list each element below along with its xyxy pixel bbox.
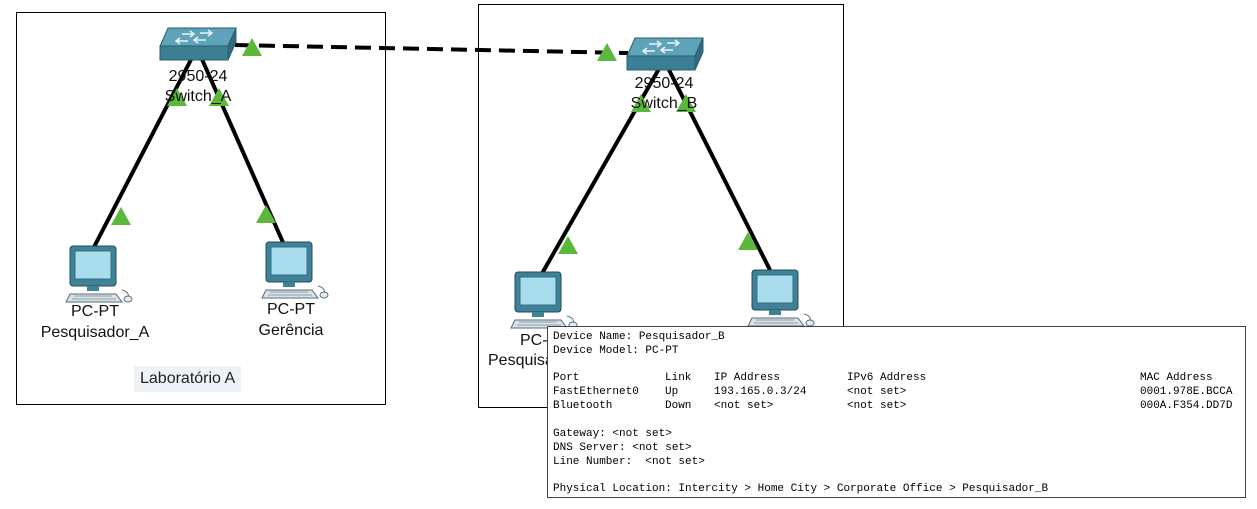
switch-a-icon[interactable]: [159, 27, 237, 61]
link-up-indicator-icon: [631, 94, 651, 112]
switch-b-icon[interactable]: [626, 37, 704, 71]
pc-lab-b-icon[interactable]: [747, 269, 815, 327]
tooltip-header-port: Port: [553, 372, 580, 384]
tooltip-physical-location: Physical Location: Intercity > Home City…: [553, 483, 1049, 495]
tooltip-row-mac: 0001.978E.BCCA: [1140, 386, 1233, 398]
tooltip-row-port: Bluetooth: [553, 400, 613, 412]
tooltip-header-link: Link: [665, 372, 692, 384]
tooltip-row-link: Up: [665, 386, 679, 398]
switch-a-name-label[interactable]: Switch_A: [164, 88, 232, 105]
cluster-note-laboratorio-a[interactable]: Laboratório A: [134, 366, 242, 392]
device-info-tooltip: Device Name: Pesquisador_B Device Model:…: [547, 326, 1246, 498]
tooltip-line-number: Line Number: <not set>: [553, 456, 705, 468]
tooltip-row-ip: <not set>: [714, 400, 774, 412]
tooltip-header-ipv6: IPv6 Address: [847, 372, 927, 384]
link-switch-a-pc-a[interactable]: [92, 47, 199, 248]
tooltip-header-ip: IP Address: [714, 372, 781, 384]
pc-gerencia-name-label[interactable]: Gerência: [258, 322, 324, 339]
tooltip-dns-server: DNS Server: <not set>: [553, 442, 692, 454]
pc-pesquisador-b-icon[interactable]: [510, 271, 578, 329]
link-up-indicator-icon: [597, 43, 617, 61]
tooltip-row-ipv6: <not set>: [847, 400, 907, 412]
cluster-laboratorio-a[interactable]: [16, 12, 386, 405]
pc-b-model-label: PC-: [520, 332, 548, 349]
link-up-indicator-icon: [676, 94, 696, 112]
link-up-indicator-icon: [242, 38, 262, 56]
link-up-indicator-icon: [558, 236, 578, 254]
switch-a-model-label: 2950-24: [168, 68, 228, 85]
tooltip-row-link: Down: [665, 400, 692, 412]
tooltip-row-port: FastEthernet0: [553, 386, 639, 398]
link-up-indicator-icon: [209, 88, 229, 106]
link-up-indicator-icon: [256, 205, 276, 223]
pc-a-model-label: PC-PT: [71, 303, 119, 320]
pc-a-name-label[interactable]: Pesquisador_A: [40, 324, 150, 341]
link-switch-a-switch-b[interactable]: [234, 43, 629, 55]
link-switch-b-pc-b[interactable]: [538, 59, 666, 278]
tooltip-gateway: Gateway: <not set>: [553, 428, 672, 440]
pc-b-name-label[interactable]: Pesquisa: [488, 352, 554, 369]
tooltip-row-ip: 193.165.0.3/24: [714, 386, 807, 398]
tooltip-row-ipv6: <not set>: [847, 386, 907, 398]
link-up-indicator-icon: [167, 88, 187, 106]
switch-b-model-label: 2950-24: [634, 75, 694, 92]
link-up-indicator-icon: [111, 207, 131, 225]
pc-gerencia-model-label: PC-PT: [267, 301, 315, 318]
tooltip-row-mac: 000A.F354.DD7D: [1140, 400, 1233, 412]
link-up-indicator-icon: [738, 232, 758, 250]
link-switch-b-pc-b2[interactable]: [662, 59, 772, 271]
tooltip-header-mac: MAC Address: [1140, 372, 1213, 384]
link-indicators: [111, 38, 758, 254]
tooltip-device-model: Device Model: PC-PT: [553, 345, 679, 357]
pc-pesquisador-a-icon[interactable]: [65, 245, 133, 303]
pc-gerencia-icon[interactable]: [261, 241, 329, 299]
switch-b-name-label[interactable]: Switch_B: [630, 95, 698, 112]
tooltip-device-name: Device Name: Pesquisador_B: [553, 331, 725, 343]
